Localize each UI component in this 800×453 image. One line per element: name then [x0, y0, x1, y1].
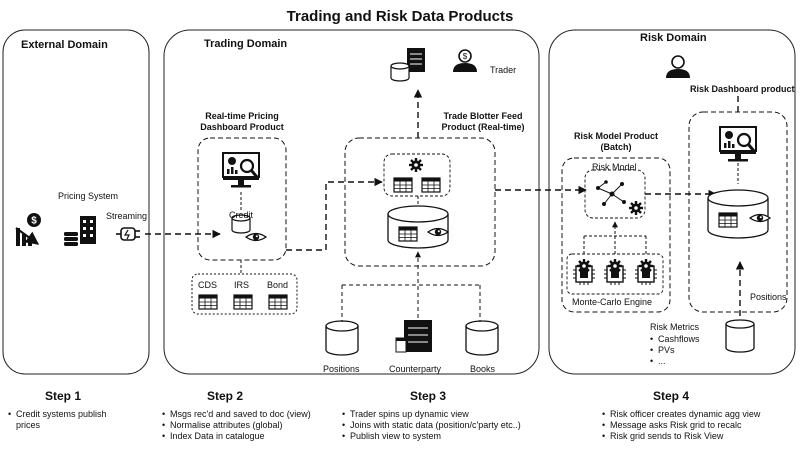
irs-label: IRS: [234, 280, 250, 290]
risk-model-product-title-line2: (Batch): [600, 142, 632, 152]
credit-label: Credit: [229, 210, 254, 220]
pricing-system-label: Pricing System: [58, 191, 119, 201]
trading-domain-box: [163, 29, 540, 375]
cpu-gear-icon-3: [637, 257, 655, 275]
dollar-chart-down-icon: $: [15, 213, 41, 246]
step-1-bullets: Credit systems publish prices: [8, 409, 108, 431]
step-2-bullet: Msgs rec'd and saved to doc (view): [162, 409, 311, 420]
cds-table-icon: [198, 294, 218, 310]
trading-domain-title: Trading Domain: [204, 38, 288, 50]
risk-model-product-box: [561, 157, 671, 313]
cds-label: CDS: [198, 280, 218, 290]
cpu-gear-icon-2: [606, 257, 624, 275]
step-2-bullets: Msgs rec'd and saved to doc (view) Norma…: [162, 409, 311, 442]
risk-metric-item: PVs: [650, 345, 700, 356]
streaming-label: Streaming: [106, 211, 148, 221]
step-3-bullet: Publish view to system: [342, 431, 521, 442]
blotter-gear-icon: [407, 156, 425, 174]
positions-source-label: Positions: [323, 364, 360, 374]
risk-monitor-dashboard-icon: [718, 125, 758, 163]
realtime-pricing-title-line1: Real-time Pricing: [205, 111, 279, 121]
trader-label: Trader: [490, 65, 517, 75]
svg-text:$: $: [31, 216, 37, 227]
irs-table-icon: [233, 294, 253, 310]
blotter-table-icon-left: [393, 177, 413, 193]
building-icon: [80, 216, 96, 244]
trade-blotter-product-box: [344, 137, 496, 267]
cpu-gear-icon-1: [575, 257, 593, 275]
risk-domain-title: Risk Domain: [640, 32, 707, 44]
external-domain-title: External Domain: [21, 39, 108, 51]
risk-positions-database-icon: [725, 319, 755, 353]
books-database-icon: [465, 320, 499, 356]
trade-blotter-title-line1: Trade Blotter Feed: [443, 111, 523, 121]
trader-database-icon: [390, 62, 410, 82]
step-4-bullet: Message asks Risk grid to recalc: [602, 420, 760, 431]
risk-model-product-title-line1: Risk Model Product: [573, 131, 658, 141]
risk-metrics-list: Cashflows PVs ...: [650, 334, 700, 367]
bond-label: Bond: [267, 280, 289, 290]
risk-metric-item: ...: [650, 356, 700, 367]
risk-officer-person-icon: [665, 55, 691, 79]
risk-model-label: Risk Model: [592, 162, 637, 172]
step-4-bullet: Risk officer creates dynamic agg view: [602, 409, 760, 420]
realtime-pricing-product-box: [197, 137, 287, 261]
step-4-bullet: Risk grid sends to Risk View: [602, 431, 760, 442]
trade-blotter-title-line2: Product (Real-time): [441, 122, 525, 132]
coin-stack-icon: [64, 232, 78, 246]
step-2-title: Step 2: [207, 389, 244, 403]
plug-icon: [116, 227, 140, 241]
network-graph-icon: [596, 180, 626, 206]
risk-dashboard-database-icon: [707, 189, 771, 239]
step-2-bullet: Normalise attributes (global): [162, 420, 311, 431]
step-1-bullet: Credit systems publish prices: [8, 409, 108, 431]
blotter-inner-box: [383, 153, 451, 197]
bond-table-icon: [268, 294, 288, 310]
counterparty-server-icon: [395, 320, 432, 353]
step-3-bullet: Trader spins up dynamic view: [342, 409, 521, 420]
external-domain-box: [2, 29, 150, 375]
blotter-database-icon: [387, 205, 449, 249]
risk-model-gear-icon: [627, 199, 645, 217]
risk-dashboard-title: Risk Dashboard product: [690, 84, 795, 94]
monitor-dashboard-icon: [221, 151, 261, 189]
step-3-bullet: Joins with static data (position/c'party…: [342, 420, 521, 431]
step-3-title: Step 3: [410, 389, 447, 403]
risk-domain-box: [548, 29, 796, 375]
blotter-table-icon-right: [421, 177, 441, 193]
trader-person-icon: $: [452, 49, 478, 73]
svg-text:$: $: [463, 52, 468, 61]
step-4-title: Step 4: [653, 389, 690, 403]
risk-positions-label: Positions: [750, 292, 787, 302]
step-1-title: Step 1: [45, 389, 82, 403]
page-title: Trading and Risk Data Products: [286, 8, 514, 25]
realtime-pricing-title-line2: Dashboard Product: [200, 122, 284, 132]
pricing-to-blotter-arrow: [286, 177, 383, 251]
risk-metric-item: Cashflows: [650, 334, 700, 345]
counterparty-label: Counterparty: [389, 364, 442, 374]
instrument-box: [191, 273, 298, 315]
monte-carlo-label: Monte-Carlo Engine: [572, 297, 653, 307]
eye-icon: [245, 232, 267, 242]
risk-metrics-label: Risk Metrics: [650, 322, 699, 332]
step-4-bullets: Risk officer creates dynamic agg view Me…: [602, 409, 760, 442]
trader-server-icon: [406, 47, 426, 73]
step-3-bullets: Trader spins up dynamic view Joins with …: [342, 409, 521, 442]
step-2-bullet: Index Data in catalogue: [162, 431, 311, 442]
books-label: Books: [470, 364, 496, 374]
positions-database-icon: [325, 320, 359, 356]
